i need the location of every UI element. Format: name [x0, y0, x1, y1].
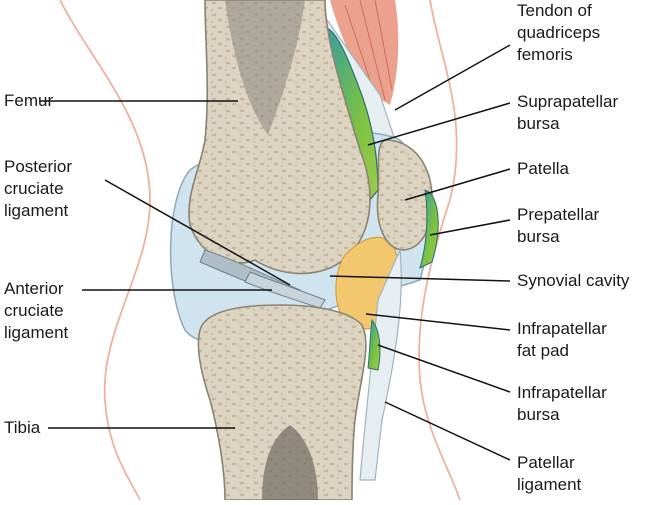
leader-synovial-cavity — [329, 275, 511, 282]
tibia-marrow — [262, 425, 318, 500]
skin-outline-left — [59, 0, 151, 501]
leader-infrapatellar-bursa — [377, 344, 511, 393]
tibia-bone — [197, 304, 367, 501]
quadriceps-muscle — [330, 0, 399, 105]
label-tibia: Tibia — [4, 418, 41, 437]
leader-quadriceps-tendon — [394, 44, 511, 111]
label-femur: Femur — [4, 91, 54, 110]
label-infrapatellar-bursa: Infrapatellar bursa — [517, 383, 607, 424]
leader-posterior-cruciate — [104, 179, 291, 286]
prepatellar-bursa — [419, 189, 439, 269]
label-anterior-cruciate-ligament: Anterior cruciate ligament — [4, 279, 69, 342]
leader-prepatellar-bursa — [429, 219, 511, 236]
label-suprapatellar-bursa: Suprapatellar bursa — [517, 92, 619, 133]
leader-infrapatellar-fat-pad — [365, 313, 511, 331]
skin-outline-right — [418, 0, 461, 501]
leader-patellar-ligament — [384, 401, 511, 461]
label-posterior-cruciate-ligament: Posterior cruciate ligament — [4, 157, 73, 220]
leader-patella — [404, 168, 511, 201]
femur-marrow — [225, 0, 305, 135]
label-infrapatellar-fat-pad: Infrapatellar fat pad — [517, 319, 607, 360]
label-quadriceps-tendon: Tendon of quadriceps femoris — [517, 1, 601, 64]
femur-bone — [188, 0, 371, 275]
label-patellar-ligament: Patellar ligament — [517, 453, 582, 494]
patella-bone — [376, 139, 433, 251]
label-synovial-cavity: Synovial cavity — [517, 271, 630, 290]
label-patella: Patella — [517, 159, 569, 178]
leader-suprapatellar-bursa — [367, 102, 511, 146]
infrapatellar-bursa — [367, 318, 381, 371]
label-prepatellar-bursa: Prepatellar bursa — [517, 205, 600, 246]
